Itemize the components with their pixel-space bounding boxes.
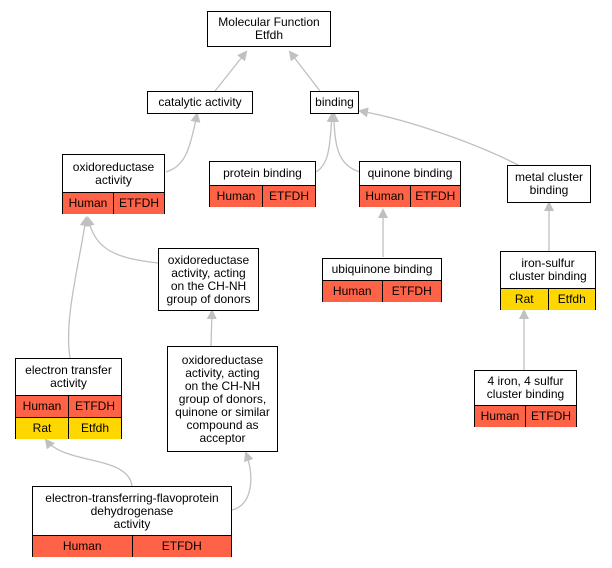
node-catalytic-activity[interactable]: catalytic activity bbox=[147, 91, 253, 114]
node-ubiquinone-binding[interactable]: ubiquinone binding Human ETFDH bbox=[322, 258, 442, 302]
node-title: metal cluster binding bbox=[514, 170, 584, 197]
annotation-row: Human ETFDH bbox=[475, 405, 576, 427]
gene-cell: ETFDH bbox=[262, 186, 315, 207]
node-title: quinone binding bbox=[367, 166, 453, 180]
node-title: electron transfer activity bbox=[25, 363, 112, 390]
node-title: electron-transferring-flavoprotein dehyd… bbox=[45, 490, 219, 531]
annotation-row: Rat Etfdh bbox=[501, 288, 595, 310]
edge-protein-binding-to-binding bbox=[315, 112, 337, 173]
annotation-row: Human ETFDH bbox=[63, 192, 164, 214]
edge-etfdh-to-ox-chnh-quinone bbox=[231, 451, 254, 511]
species-cell: Human bbox=[475, 406, 525, 427]
edge-ox-chnh-to-oxidoreductase bbox=[84, 216, 159, 264]
node-title: iron-sulfur cluster binding bbox=[509, 256, 587, 283]
annotation-row: Human ETFDH bbox=[323, 280, 441, 302]
edge-metal-cluster-to-binding bbox=[358, 107, 521, 167]
node-electron-transfer-activity[interactable]: electron transfer activity Human ETFDH R… bbox=[15, 358, 122, 439]
gene-cell: ETFDH bbox=[409, 186, 460, 207]
node-4fe-4s-cluster-binding[interactable]: 4 iron, 4 sulfur cluster binding Human E… bbox=[474, 370, 577, 427]
node-quinone-binding[interactable]: quinone binding Human ETFDH bbox=[359, 161, 461, 207]
species-cell: Human bbox=[360, 186, 410, 207]
species-cell: Human bbox=[323, 281, 382, 302]
node-oxidoreductase-chnh-quinone-acceptor[interactable]: oxidoreductase activity, acting on the C… bbox=[167, 346, 278, 452]
species-cell: Rat bbox=[501, 289, 548, 310]
node-oxidoreductase-chnh[interactable]: oxidoreductase activity, acting on the C… bbox=[158, 248, 259, 311]
species-cell: Human bbox=[16, 396, 68, 417]
edge-etfdh-to-electron-transfer bbox=[44, 438, 133, 487]
edge-binding-to-root bbox=[288, 50, 321, 92]
node-etf-dehydrogenase-activity[interactable]: electron-transferring-flavoprotein dehyd… bbox=[32, 486, 232, 557]
edge-ox-chnh-quinone-to-ox-chnh bbox=[206, 309, 217, 347]
node-title: Molecular Function Etfdh bbox=[218, 15, 320, 42]
gene-cell: Etfdh bbox=[547, 289, 595, 310]
gene-cell: ETFDH bbox=[68, 396, 121, 417]
edge-oxidoreductase-to-catalytic bbox=[165, 112, 201, 173]
node-binding[interactable]: binding bbox=[310, 91, 359, 114]
annotation-row: Human ETFDH bbox=[16, 395, 121, 417]
gene-cell: ETFDH bbox=[131, 536, 231, 557]
species-cell: Human bbox=[63, 193, 113, 214]
node-oxidoreductase-activity[interactable]: oxidoreductase activity Human ETFDH bbox=[62, 154, 165, 214]
annotation-row: Rat Etfdh bbox=[16, 417, 121, 439]
node-iron-sulfur-cluster-binding[interactable]: iron-sulfur cluster binding Rat Etfdh bbox=[500, 251, 596, 310]
node-molecular-function-root[interactable]: Molecular Function Etfdh bbox=[207, 11, 331, 47]
gene-cell: ETFDH bbox=[525, 406, 576, 427]
gene-cell: ETFDH bbox=[381, 281, 441, 302]
node-title: oxidoreductase activity, acting on the C… bbox=[166, 252, 251, 306]
node-title: ubiquinone binding bbox=[331, 262, 433, 276]
gene-cell: Etfdh bbox=[68, 418, 121, 439]
annotation-row: Human ETFDH bbox=[33, 535, 231, 557]
node-title: oxidoreductase activity, acting on the C… bbox=[175, 352, 270, 445]
species-cell: Human bbox=[33, 536, 132, 557]
edge-catalytic-to-root bbox=[214, 50, 248, 92]
edge-electron-transfer-to-oxidoreductase bbox=[67, 216, 90, 359]
gene-cell: ETFDH bbox=[113, 193, 164, 214]
species-cell: Human bbox=[210, 186, 262, 207]
annotation-row: Human ETFDH bbox=[360, 185, 460, 207]
species-cell: Rat bbox=[16, 418, 68, 439]
edge-quinone-binding-to-binding bbox=[329, 112, 361, 173]
node-title: oxidoreductase activity bbox=[72, 159, 155, 187]
node-title: 4 iron, 4 sulfur cluster binding bbox=[486, 374, 565, 401]
node-title: catalytic activity bbox=[158, 95, 242, 109]
node-metal-cluster-binding[interactable]: metal cluster binding bbox=[507, 165, 591, 203]
annotation-row: Human ETFDH bbox=[210, 185, 315, 207]
node-protein-binding[interactable]: protein binding Human ETFDH bbox=[209, 161, 316, 207]
node-title: binding bbox=[315, 95, 354, 109]
node-title: protein binding bbox=[223, 166, 302, 180]
